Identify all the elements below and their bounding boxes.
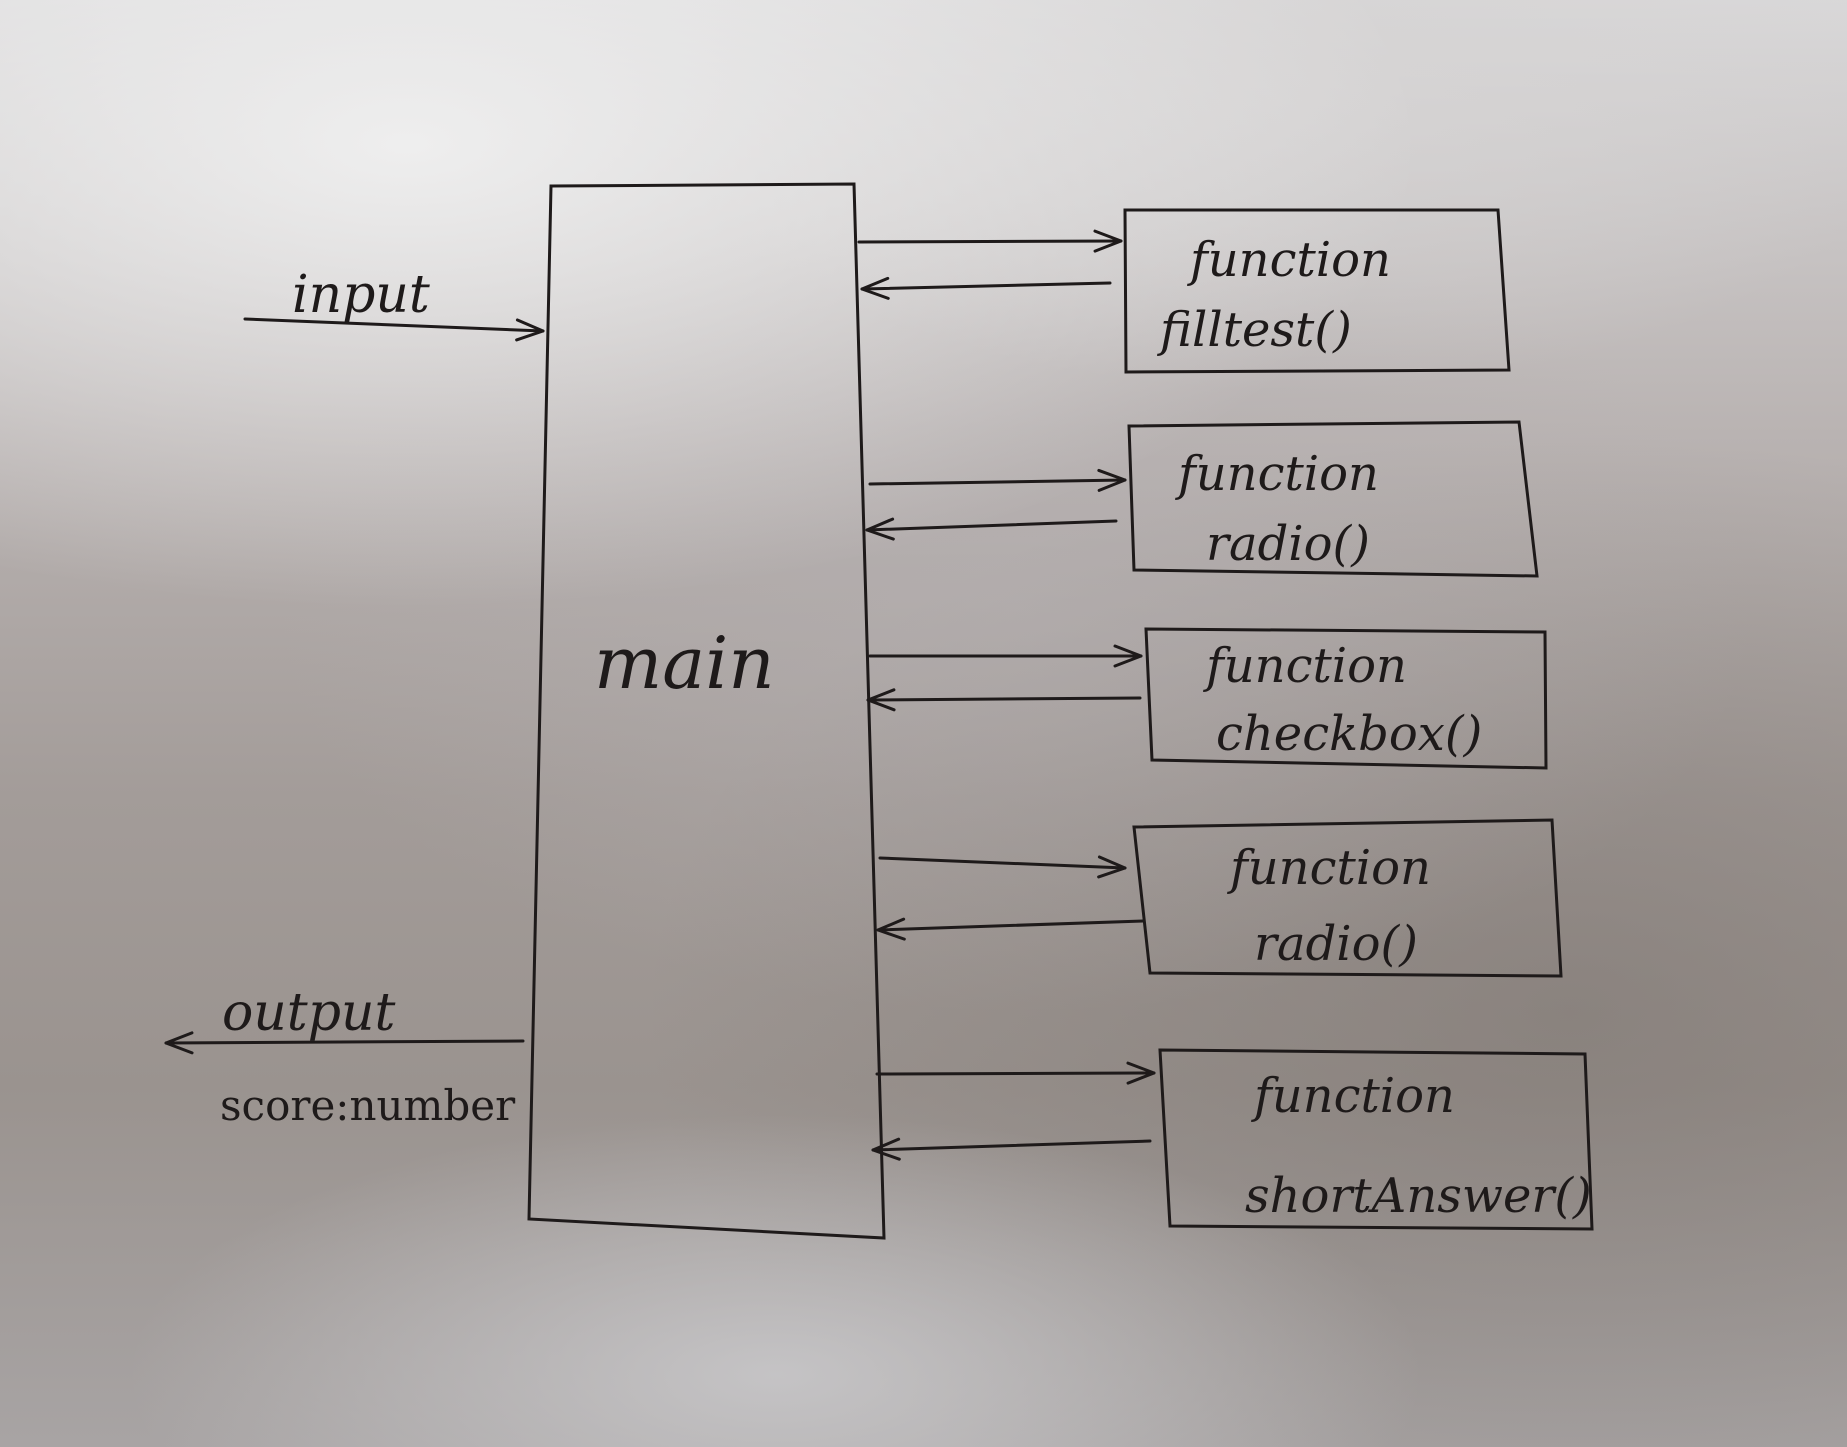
function-box-filltest: function filltest() [857,208,1511,374]
call-arrow [857,229,1123,253]
return-arrow [865,517,1118,541]
function-box-outline [1127,420,1539,578]
output-arrow [164,1031,525,1055]
main-box-outline [527,182,886,1240]
output-flow: output score:number [164,983,525,1130]
function-name: radio() [1254,916,1418,972]
function-box-outline [1123,208,1511,374]
output-label: output [222,983,395,1043]
return-arrow [866,688,1142,712]
function-box-radio-2: function radio() [876,818,1563,978]
function-box-outline [1158,1048,1594,1231]
main-label: main [594,621,775,705]
call-arrow [875,1061,1156,1085]
main-box: main [527,182,886,1240]
call-arrow [878,855,1127,879]
function-keyword: function [1175,446,1379,502]
call-arrow [868,468,1127,492]
function-keyword: function [1203,638,1407,694]
function-box-radio: function radio() [865,420,1539,578]
input-arrow [243,317,545,342]
return-arrow [871,1137,1152,1161]
function-name: radio() [1206,516,1370,572]
return-arrow [860,276,1112,300]
function-name: shortAnswer() [1245,1168,1592,1224]
function-name: filltest() [1157,302,1352,358]
return-arrow [876,917,1145,941]
function-name: checkbox() [1216,706,1482,762]
function-box-shortanswer: function shortAnswer() [871,1048,1594,1231]
function-keyword: function [1227,840,1431,896]
function-keyword: function [1251,1068,1455,1124]
input-label: input [292,265,430,325]
input-flow: input [243,265,545,342]
function-box-checkbox: function checkbox() [866,627,1548,770]
output-type-label: score:number [220,1081,516,1130]
function-keyword: function [1187,232,1391,288]
function-box-outline [1132,818,1563,978]
function-box-outline [1144,627,1548,770]
